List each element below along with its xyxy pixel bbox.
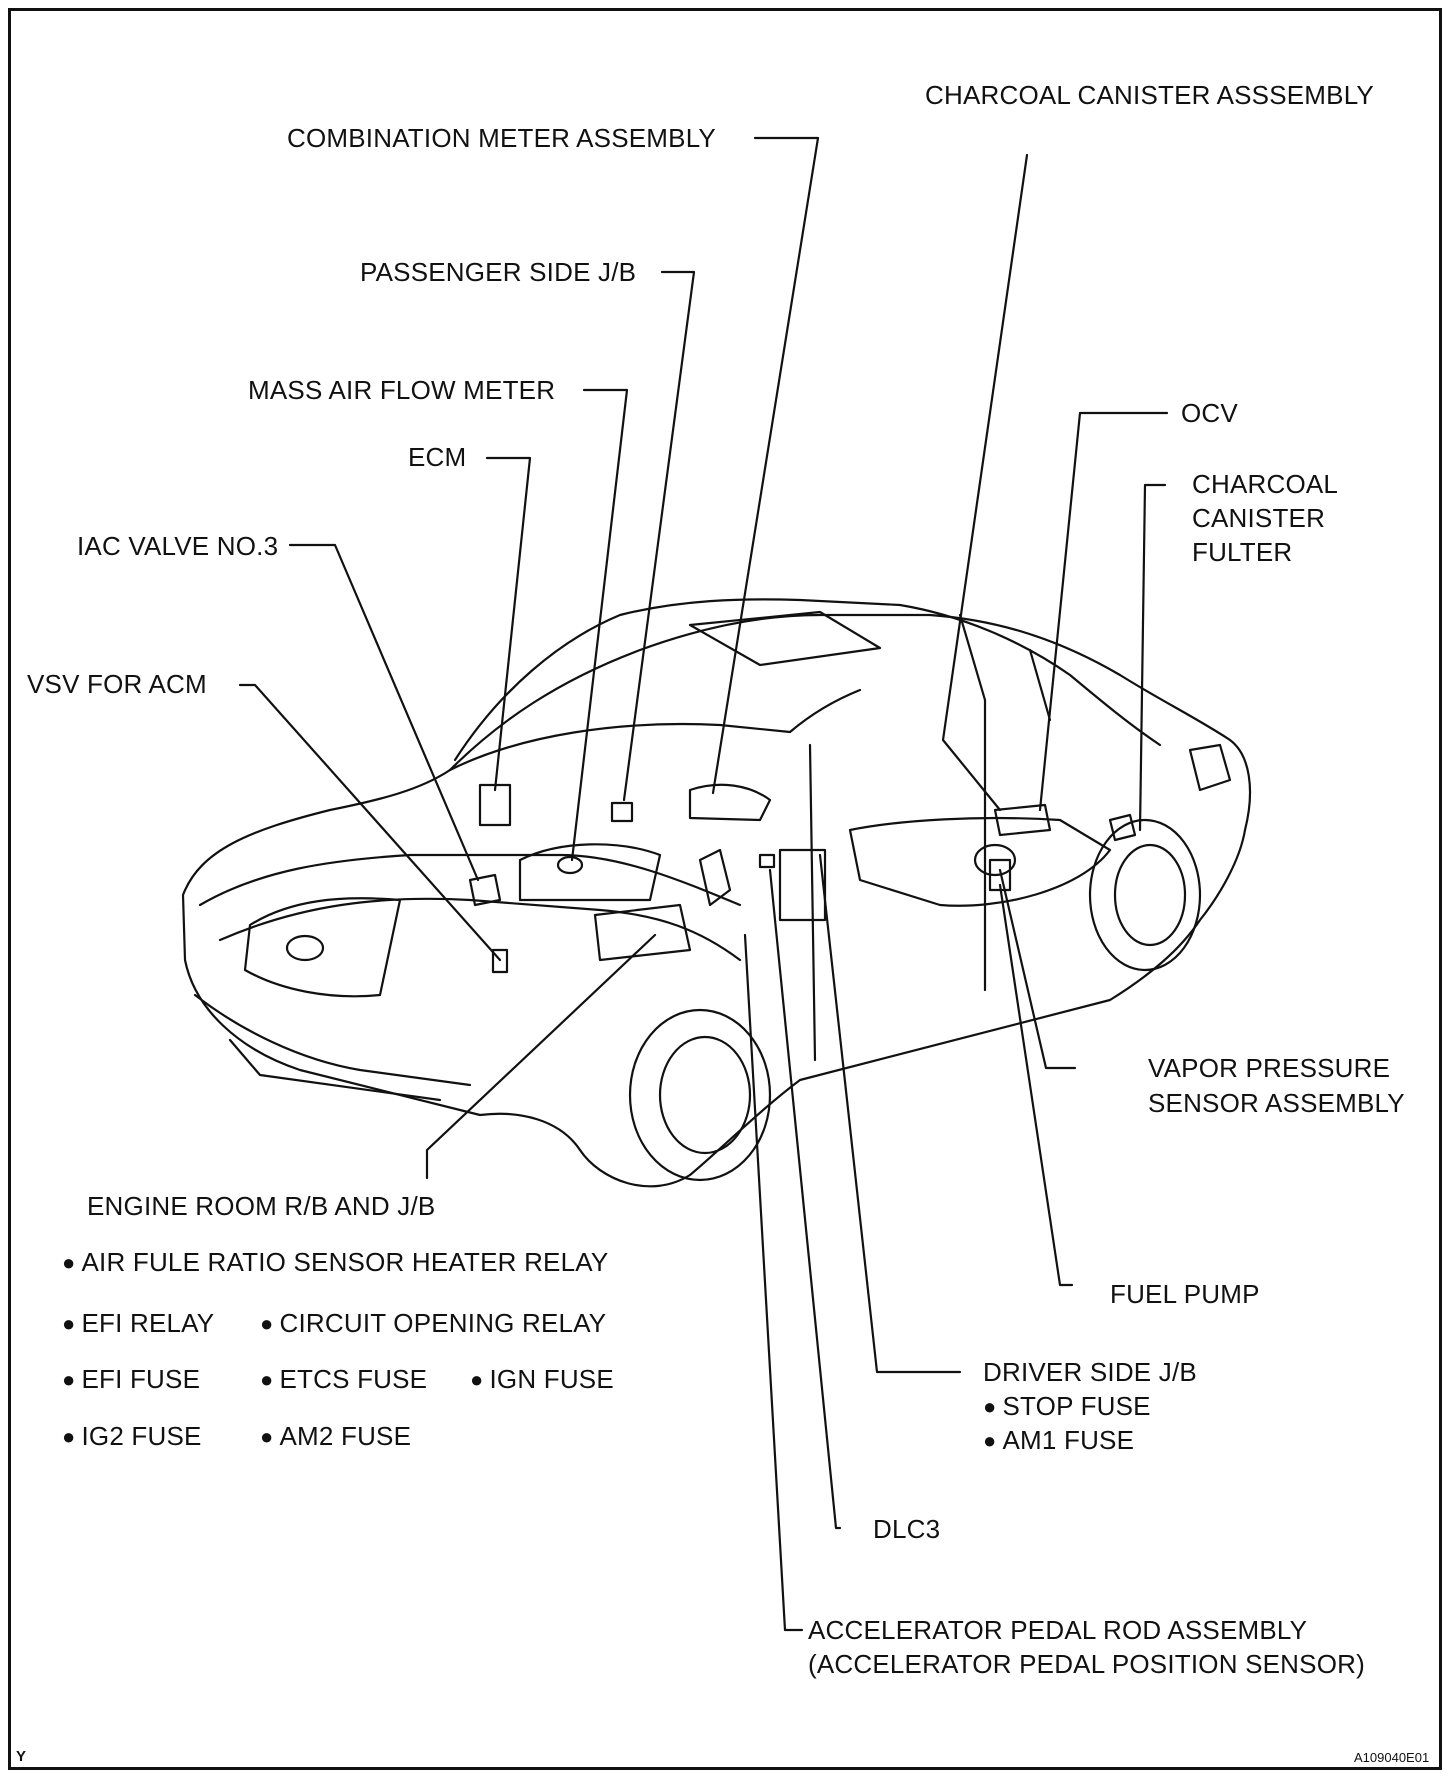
label-iac-valve: IAC VALVE NO.3: [77, 531, 279, 561]
corner-mark-left: Y: [16, 1748, 27, 1765]
label-ecm: ECM: [408, 442, 467, 472]
engine-room-item: AM2 FUSE: [260, 1420, 411, 1454]
label-vapor-line-2: SENSOR ASSEMBLY: [1148, 1088, 1405, 1118]
label-charcoal-canister-assembly: CHARCOAL CANISTER ASSSEMBLY: [925, 80, 1374, 110]
engine-room-item: IGN FUSE: [470, 1363, 614, 1397]
label-vsv-acm: VSV FOR ACM: [27, 669, 207, 699]
label-charcoal-filter-line-1: CHARCOAL: [1192, 469, 1339, 499]
label-accelerator-line-1: ACCELERATOR PEDAL ROD ASSEMBLY: [808, 1615, 1308, 1645]
corner-mark-right: A109040E01: [1354, 1750, 1430, 1765]
label-engine-room-rb-jb: ENGINE ROOM R/B AND J/B: [87, 1191, 436, 1221]
label-mass-air-flow-meter: MASS AIR FLOW METER: [248, 375, 556, 405]
label-ocv: OCV: [1181, 398, 1238, 428]
leader-lines: [238, 136, 1169, 1632]
diagram-frame: [8, 8, 1442, 1770]
label-fuel-pump: FUEL PUMP: [1110, 1279, 1260, 1309]
label-accelerator-line-2: (ACCELERATOR PEDAL POSITION SENSOR): [808, 1649, 1365, 1679]
engine-room-item: EFI RELAY: [62, 1307, 215, 1341]
engine-room-item: EFI FUSE: [62, 1363, 200, 1397]
engine-room-item: IG2 FUSE: [62, 1420, 202, 1454]
label-vapor-line-1: VAPOR PRESSURE: [1148, 1053, 1391, 1083]
label-driver-side-jb: DRIVER SIDE J/B: [983, 1357, 1197, 1387]
engine-room-item: CIRCUIT OPENING RELAY: [260, 1307, 607, 1341]
label-passenger-side-jb: PASSENGER SIDE J/B: [360, 257, 637, 287]
label-dlc3: DLC3: [873, 1514, 941, 1544]
label-charcoal-filter-line-3: FULTER: [1192, 537, 1293, 567]
driver-jb-item: AM1 FUSE: [983, 1424, 1134, 1458]
engine-room-item: ETCS FUSE: [260, 1363, 428, 1397]
engine-room-item: AIR FULE RATIO SENSOR HEATER RELAY: [62, 1246, 609, 1280]
label-combination-meter: COMBINATION METER ASSEMBLY: [287, 123, 716, 153]
car-outline: [181, 598, 1252, 1188]
driver-jb-item: STOP FUSE: [983, 1390, 1151, 1424]
label-charcoal-filter-line-2: CANISTER: [1192, 503, 1326, 533]
